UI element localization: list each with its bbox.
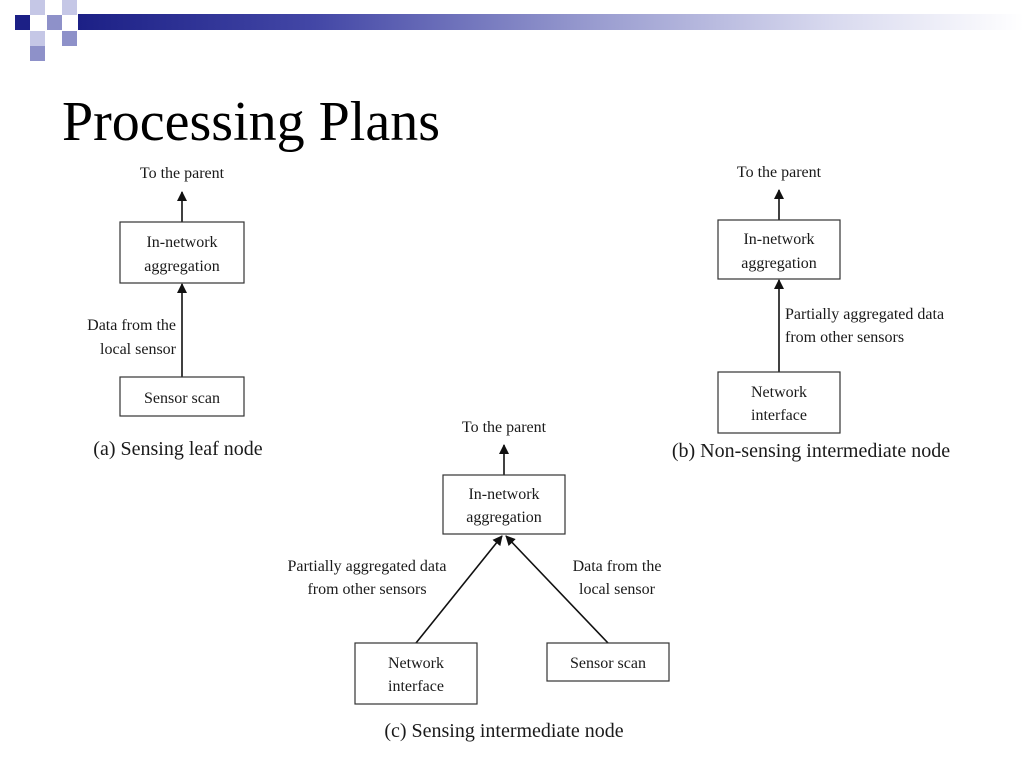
diagram-b-aggregation-box bbox=[717, 219, 841, 280]
diagram-a-aggregation-label-line2: aggregation bbox=[144, 258, 220, 275]
diagram-c-right-edge-label-line2: local sensor bbox=[579, 581, 656, 598]
diagram-a-sensing-leaf-node: To the parent In-network aggregation Dat… bbox=[87, 165, 263, 460]
diagram-c-output-label: To the parent bbox=[462, 419, 547, 436]
diagram-c-caption: (c) Sensing intermediate node bbox=[384, 720, 623, 742]
diagram-b-caption: (b) Non-sensing intermediate node bbox=[672, 440, 950, 462]
diagram-b-network-interface-label-line1: Network bbox=[751, 384, 807, 401]
diagram-c-network-interface-label-line2: interface bbox=[388, 678, 444, 695]
decor-square-6 bbox=[62, 31, 77, 46]
diagram-a-caption: (a) Sensing leaf node bbox=[93, 438, 263, 460]
diagram-c-sensor-arrow bbox=[505, 535, 609, 644]
diagram-b-edge-label-line2: from other sensors bbox=[785, 329, 904, 346]
decor-square-7 bbox=[30, 46, 45, 61]
diagram-b-output-label: To the parent bbox=[737, 164, 822, 181]
diagram-b-edge-label-line1: Partially aggregated data bbox=[785, 306, 944, 323]
diagram-a-output-label: To the parent bbox=[140, 165, 225, 182]
diagram-c-aggregation-label-line1: In-network bbox=[468, 486, 539, 503]
diagram-b-network-interface-box bbox=[717, 371, 841, 434]
diagram-a-sensor-scan-label: Sensor scan bbox=[144, 390, 220, 407]
diagram-a-edge-label-line2: local sensor bbox=[100, 341, 177, 358]
decor-square-2 bbox=[30, 0, 45, 15]
diagram-c-network-arrow bbox=[415, 535, 503, 644]
diagram-a-aggregation-label-line1: In-network bbox=[146, 234, 217, 251]
diagram-c-left-edge-label-line1: Partially aggregated data bbox=[287, 558, 446, 575]
diagram-c-network-interface-label-line1: Network bbox=[388, 655, 444, 672]
diagram-a-sensor-scan-box bbox=[119, 376, 245, 417]
header-gradient-bar bbox=[78, 14, 1024, 30]
diagram-b-non-sensing-intermediate-node: To the parent In-network aggregation Par… bbox=[672, 164, 950, 462]
diagram-c-sensor-scan-label: Sensor scan bbox=[570, 655, 646, 672]
diagram-a-edge-label-line1: Data from the bbox=[87, 317, 176, 334]
decor-square-5 bbox=[30, 31, 45, 46]
decor-square-1 bbox=[15, 15, 30, 30]
diagram-c-network-interface-box bbox=[354, 642, 478, 705]
diagram-b-aggregation-label-line2: aggregation bbox=[741, 255, 817, 272]
decor-square-3 bbox=[47, 15, 62, 30]
diagram-c-right-edge-label-line1: Data from the bbox=[573, 558, 662, 575]
diagram-c-aggregation-box bbox=[442, 474, 566, 535]
diagram-b-network-interface-label-line2: interface bbox=[751, 407, 807, 424]
diagram-c-aggregation-label-line2: aggregation bbox=[466, 509, 542, 526]
diagram-c-sensing-intermediate-node: To the parent In-network aggregation Par… bbox=[287, 419, 670, 742]
decor-square-4 bbox=[62, 0, 77, 15]
slide-title: Processing Plans bbox=[62, 91, 440, 153]
diagram-c-left-edge-label-line2: from other sensors bbox=[307, 581, 426, 598]
diagram-b-aggregation-label-line1: In-network bbox=[743, 231, 814, 248]
diagram-c-sensor-scan-box bbox=[546, 642, 670, 682]
